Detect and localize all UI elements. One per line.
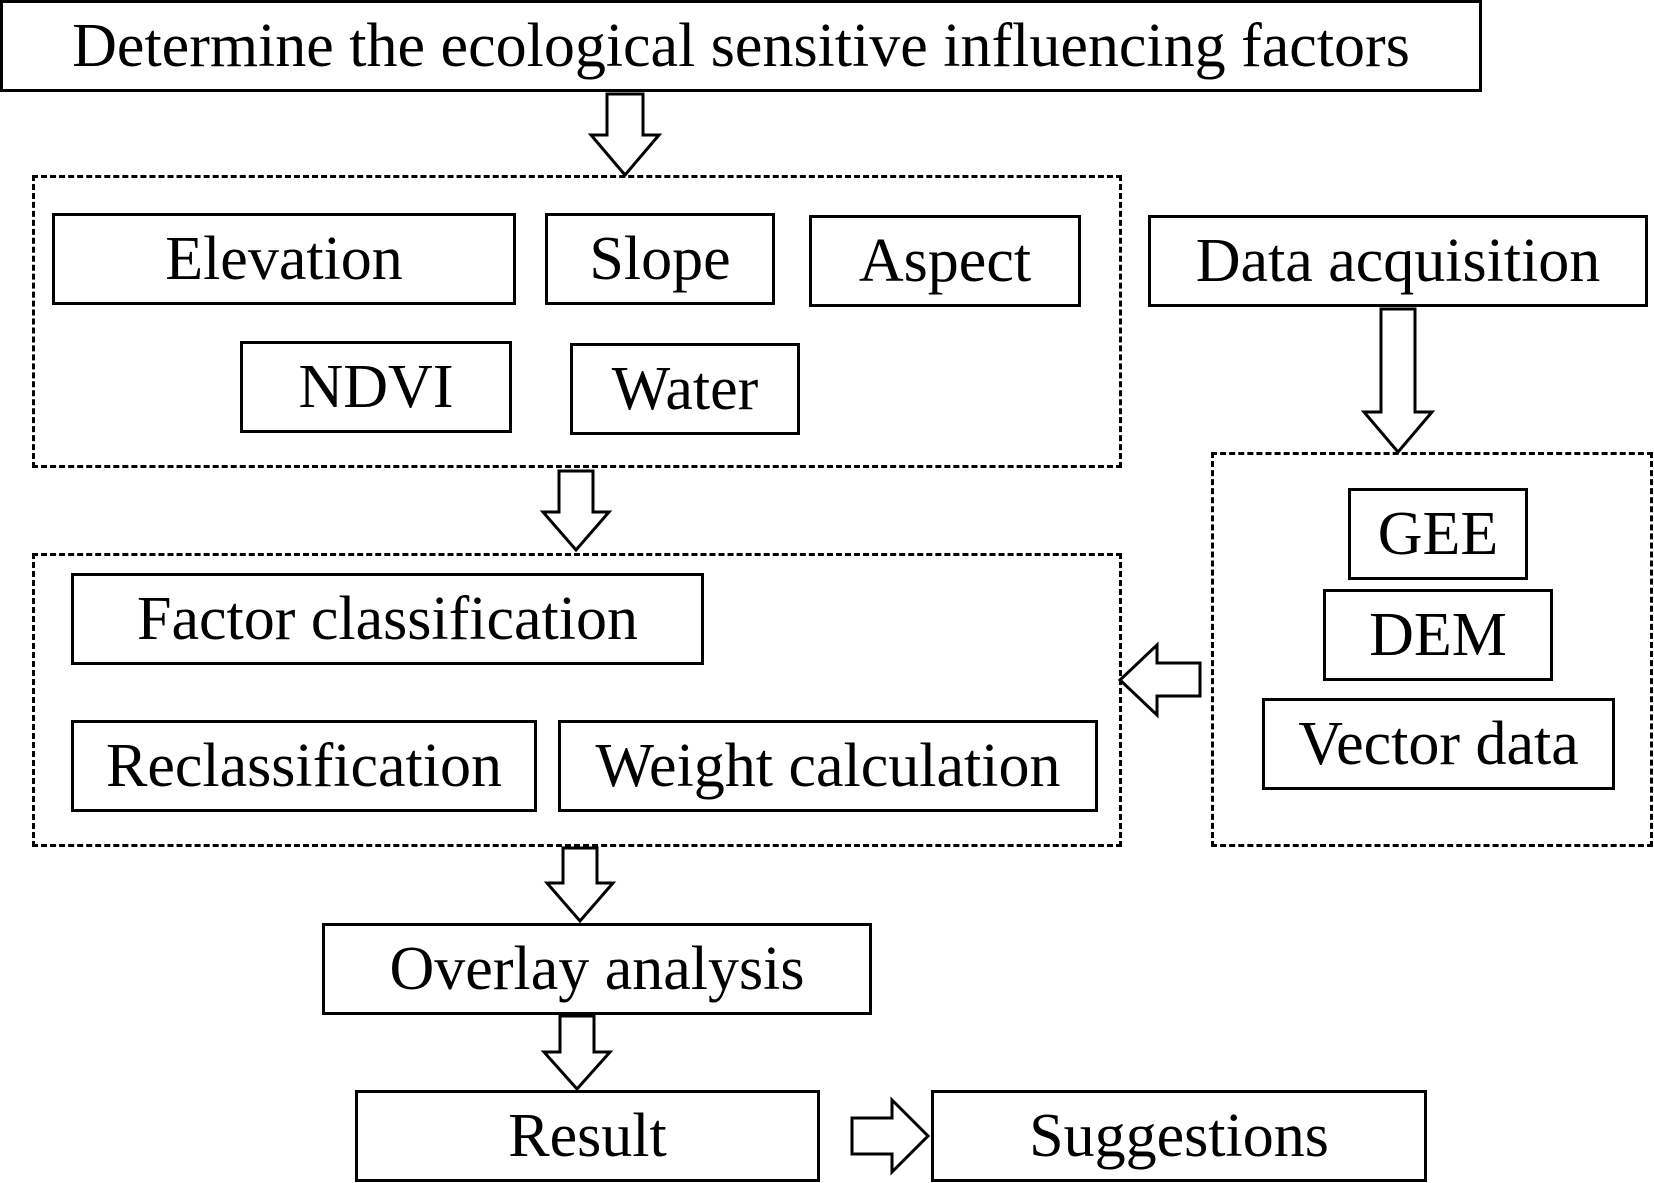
arrow-right-icon [850, 1096, 931, 1176]
ndvi-box: NDVI [240, 341, 512, 433]
title-box: Determine the ecological sensitive influ… [0, 0, 1482, 92]
elevation-box: Elevation [52, 213, 516, 305]
gee-box: GEE [1348, 488, 1528, 580]
result-box: Result [355, 1090, 820, 1182]
arrow-down-icon [539, 469, 613, 553]
arrow-down-icon [1360, 307, 1436, 455]
sources-group [1211, 452, 1653, 847]
processing-group [32, 553, 1122, 847]
arrow-down-icon [540, 1014, 614, 1092]
arrow-down-icon [587, 92, 663, 178]
vector-data-box: Vector data [1262, 698, 1615, 790]
weight-calculation-box: Weight calculation [558, 720, 1098, 812]
arrow-left-icon [1117, 641, 1202, 719]
suggestions-box: Suggestions [931, 1090, 1427, 1182]
arrow-down-icon [543, 846, 617, 924]
aspect-box: Aspect [809, 215, 1081, 307]
water-box: Water [570, 343, 800, 435]
slope-box: Slope [545, 213, 775, 305]
factors-group [32, 175, 1122, 468]
data-acquisition-box: Data acquisition [1148, 215, 1648, 307]
reclassification-box: Reclassification [71, 720, 537, 812]
dem-box: DEM [1323, 589, 1553, 681]
overlay-analysis-box: Overlay analysis [322, 923, 872, 1015]
factor-classification-box: Factor classification [71, 573, 704, 665]
